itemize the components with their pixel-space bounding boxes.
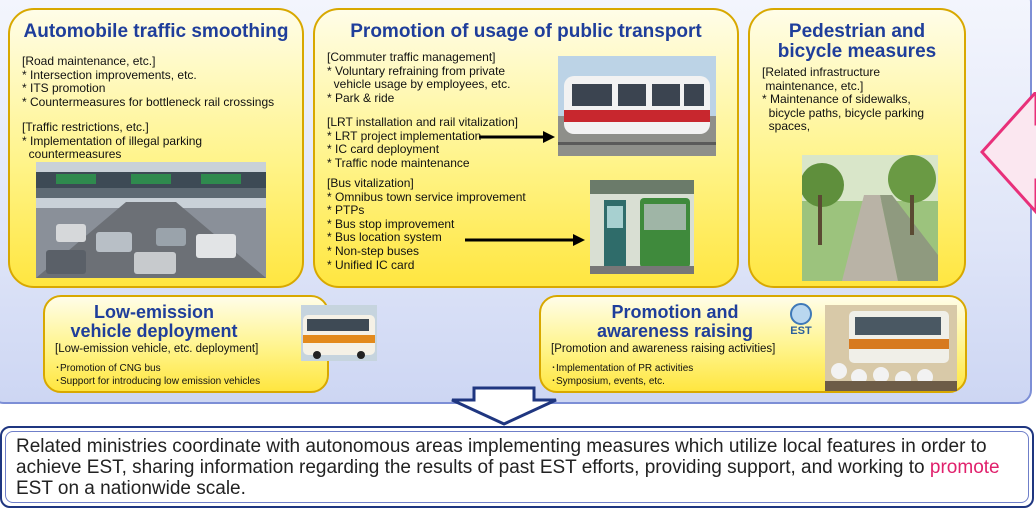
pedestrian-bicycle-box: Pedestrian and bicycle measures [Related… [748,8,966,288]
road-maintenance-list: [Road maintenance, etc.] * Intersection … [22,54,275,109]
awareness-subheading: [Promotion and awareness raising activit… [551,343,776,355]
public-transport-box: Promotion of usage of public transport [… [313,8,739,288]
lrt-rail-list: [LRT installation and rail vitalization]… [327,115,518,170]
bus-location-arrow [465,234,585,246]
summary-box: Related ministries coordinate with auton… [0,426,1034,508]
low-emission-list: ･Promotion of CNG bus ･Support for intro… [55,363,261,387]
toll-gate-photo [36,162,266,278]
pr-event-photo [825,305,957,391]
summary-text-before: Related ministries coordinate with auton… [16,436,987,478]
est-logo: EST [783,303,819,341]
pink-left-arrow [980,92,1036,215]
bus-stop-photo [590,180,694,274]
low-emission-title: Low-emission vehicle deployment [70,302,238,341]
awareness-title: Promotion and awareness raising [596,302,754,341]
automobile-traffic-title: Automobile traffic smoothing [23,21,289,42]
commuter-management-list: [Commuter traffic management] * Voluntar… [327,50,511,105]
pedestrian-bicycle-title: Pedestrian and bicycle measures [777,21,937,62]
summary-text-after: EST on a nationwide scale. [16,478,246,499]
awareness-box: Promotion and awareness raising EST [Pro… [539,295,967,393]
low-emission-subheading: [Low-emission vehicle, etc. deployment] [55,343,259,355]
lrt-arrow [479,131,555,143]
automobile-traffic-box: Automobile traffic smoothing [Road maint… [8,8,304,288]
lrt-tram-photo [558,56,716,156]
est-logo-text: EST [790,325,812,337]
down-arrow [451,386,557,426]
low-emission-box: Low-emission vehicle deployment [Low-emi… [43,295,377,393]
awareness-list: ･Implementation of PR activities ･Sympos… [551,363,694,387]
bus-vitalization-list: [Bus vitalization] * Omnibus town servic… [327,176,526,272]
sidewalk-photo [802,155,938,281]
public-transport-title: Promotion of usage of public transport [350,21,702,42]
cng-bus-photo [301,305,377,361]
summary-highlight: promote [929,457,1000,478]
summary-text: Related ministries coordinate with auton… [16,436,1016,499]
infrastructure-list: [Related infrastructure maintenance, etc… [762,65,925,134]
traffic-restrictions-list: [Traffic restrictions, etc.] * Implement… [22,120,203,162]
